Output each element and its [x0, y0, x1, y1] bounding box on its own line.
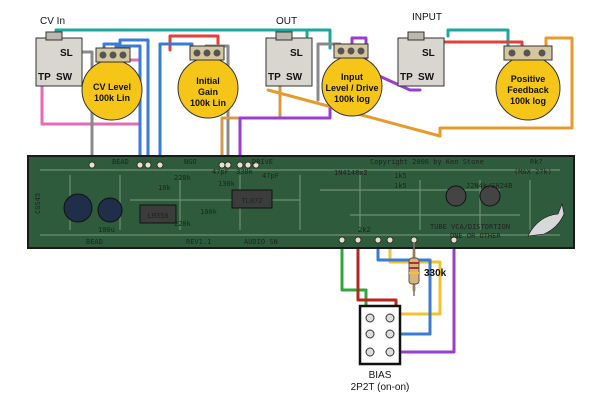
- pot-initial-gain-line3: 100k Lin: [190, 98, 226, 108]
- pcb-c-100u: 100u: [98, 226, 115, 234]
- pcb-title: TUBE VCA/DISTORTION: [430, 223, 510, 231]
- wire-input-teal: [446, 28, 510, 50]
- pot-positive-feedback: Positive Feedback 100k log: [495, 45, 561, 121]
- pcb-r-330k: 330k: [236, 168, 254, 176]
- pcb-r-10k: 10k: [158, 184, 171, 192]
- pcb-bead-top: BEAD: [112, 158, 129, 166]
- resistor-330k: 330k: [408, 243, 447, 296]
- switch-label-1: BIAS: [369, 370, 392, 381]
- pcb-r-1k5-a: 1k5: [394, 172, 407, 180]
- wire-sw-blue: [376, 241, 432, 336]
- pcb-r-1k5-b: 1k5: [394, 182, 407, 190]
- wire-sw-purple: [400, 241, 456, 354]
- pot-positive-feedback-line1: Positive: [511, 74, 546, 84]
- jack-cv-in-sl: SL: [60, 48, 73, 59]
- pot-input-level-line1: Input: [341, 72, 363, 82]
- pot-cv-level: CV Level 100k Lin: [81, 47, 143, 121]
- wire-cvpot-blue-1: [102, 38, 150, 162]
- pot-initial-gain: Initial Gain 100k Lin: [177, 45, 239, 119]
- wire-sw-yellow: [388, 241, 442, 316]
- pcb-r-130k: 130k: [218, 180, 236, 188]
- pcb-max: (MAX 27k): [514, 168, 552, 176]
- unicorn-logo: [527, 202, 565, 237]
- jack-cv-in-title: CV In: [40, 16, 65, 27]
- switch-label-2: 2P2T (on-on): [351, 382, 410, 393]
- wire-out-teal: [305, 28, 332, 50]
- pot-positive-feedback-line2: Feedback: [507, 85, 550, 95]
- pcb-traces: [40, 169, 560, 236]
- pcb-diodes: 1N4148x2: [334, 169, 368, 177]
- jack-input-lug: [407, 31, 425, 41]
- cap-electrolytic-2: [97, 197, 123, 223]
- pot-input-level: Input Level / Drive 100k log: [321, 43, 383, 117]
- jack-input-sw: SW: [418, 72, 435, 83]
- pcb-revision: REV1.1: [186, 238, 211, 246]
- jack-cv-in-lug: [45, 31, 63, 41]
- wire-inlvl-purple-2: [238, 98, 332, 162]
- pcb-pads: [88, 161, 458, 244]
- pcb-either: ONE OR OTHER: [450, 232, 501, 240]
- transistor-1: [445, 185, 467, 207]
- ic-lm358: [139, 204, 177, 224]
- pcb-ngo: NGO: [184, 158, 197, 166]
- jack-out-sw: SW: [286, 72, 303, 83]
- pcb-rk: Rk?: [530, 158, 543, 166]
- pcb-r-100k: 100k: [200, 208, 218, 216]
- pot-cv-level-line1: CV Level: [93, 82, 131, 92]
- resistor-body: [408, 257, 420, 285]
- jack-out-sl: SL: [290, 48, 303, 59]
- wire-fb-orange: [266, 36, 574, 138]
- pcb-r-2k2: 2k2: [358, 226, 371, 234]
- pcb-audio: AUDIO SN: [244, 238, 278, 246]
- jack-out-title: OUT: [276, 16, 297, 27]
- ic-tl072: [231, 189, 273, 209]
- pcb-drive: DRIVE: [252, 158, 273, 166]
- jack-cv-in-sw: SW: [56, 72, 73, 83]
- ic-lm358-label: LM358: [147, 212, 168, 220]
- jack-input-sl: SL: [422, 48, 435, 59]
- jack-cv-in-body: [35, 37, 83, 87]
- pot-positive-feedback-line3: 100k log: [510, 96, 546, 106]
- jack-out-lug: [275, 31, 293, 41]
- resistor-label: 330k: [424, 268, 447, 279]
- switch-lugs: [365, 313, 395, 357]
- pcb-r-220k-b: 220k: [174, 220, 192, 228]
- jack-out: OUT SL TP SW: [265, 16, 313, 87]
- pcb-board: LM358 TL072 Copyright 2006 by Ken Stone …: [27, 155, 575, 249]
- jack-input-body: [397, 37, 445, 87]
- pot-initial-gain-line2: Gain: [198, 87, 218, 97]
- pcb-c-47p-b: 47pF: [262, 172, 279, 180]
- pot-input-level-line2: Level / Drive: [325, 83, 378, 93]
- pcb-bead-bot: BEAD: [86, 238, 103, 246]
- jack-input: INPUT SL TP SW: [397, 12, 445, 87]
- pcb-c-47p-a: 47pF: [212, 168, 229, 176]
- pot-cv-level-line2: 100k Lin: [94, 93, 130, 103]
- pcb-copyright: Copyright 2006 by Ken Stone: [370, 158, 484, 166]
- pcb-cgs: CGS45: [34, 193, 42, 214]
- ic-tl072-label: TL072: [241, 197, 262, 205]
- jack-out-tp: TP: [268, 72, 281, 83]
- jack-input-tp: TP: [400, 72, 413, 83]
- switch-bias: BIAS 2P2T (on-on): [351, 304, 410, 393]
- jack-cv-in: CV In SL TP SW: [35, 16, 83, 87]
- pcb-transistors: J2N4k/SH24B: [466, 182, 512, 190]
- cap-electrolytic-1: [63, 193, 93, 223]
- pcb-r-220k-a: 220k: [174, 174, 192, 182]
- jack-input-title: INPUT: [412, 12, 442, 23]
- transistor-2: [479, 185, 501, 207]
- pot-input-level-line3: 100k log: [334, 94, 370, 104]
- jack-cv-in-tp: TP: [38, 72, 51, 83]
- pot-initial-gain-line1: Initial: [196, 76, 220, 86]
